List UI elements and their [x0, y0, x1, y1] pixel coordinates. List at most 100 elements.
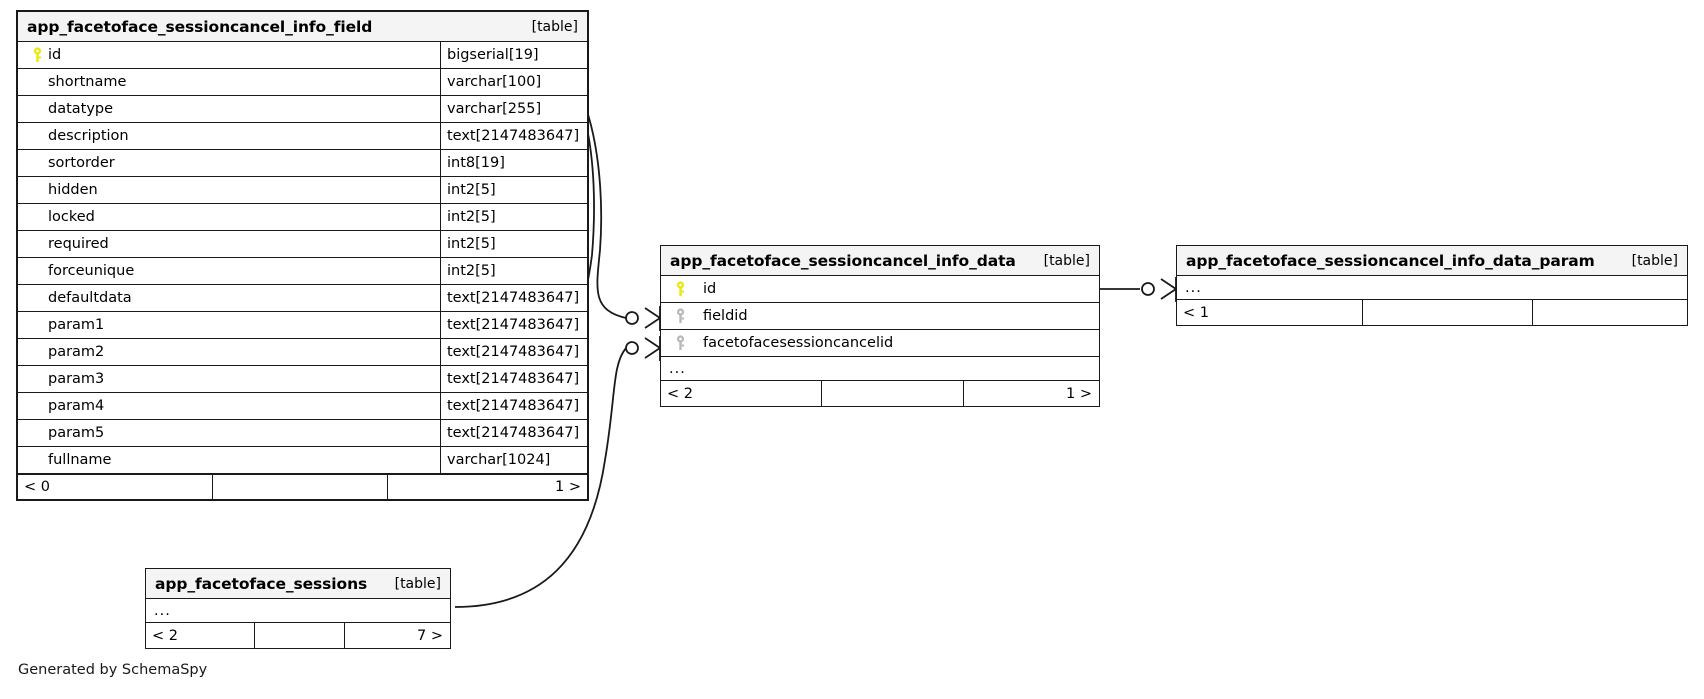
table-title: app_facetoface_sessioncancel_info_data_p… — [1186, 251, 1595, 270]
column-label: defaultdata — [48, 290, 132, 306]
column-type: text[2147483647] — [440, 312, 587, 338]
column-name-cell: required — [18, 231, 440, 257]
footer-parent-count: < 2 — [152, 627, 178, 644]
footer-middle — [1362, 300, 1531, 325]
table-type-tag: [table] — [1043, 252, 1090, 269]
column-type: bigserial[19] — [440, 42, 587, 68]
column-type: text[2147483647] — [440, 420, 587, 446]
column-name-cell: forceunique — [18, 258, 440, 284]
column-type: int2[5] — [440, 258, 587, 284]
table-row[interactable]: fieldid — [661, 303, 1099, 330]
column-label: facetofacesessioncancelid — [703, 335, 894, 351]
table-type-tag: [table] — [531, 18, 578, 35]
key-icon — [669, 281, 691, 297]
table-row[interactable]: forceunique int2[5] — [18, 258, 587, 285]
column-label: required — [48, 236, 109, 252]
column-label: param5 — [48, 425, 105, 441]
column-label: fieldid — [703, 308, 748, 324]
table-row[interactable]: defaultdata text[2147483647] — [18, 285, 587, 312]
table-row[interactable]: param3 text[2147483647] — [18, 366, 587, 393]
table-header: app_facetoface_sessioncancel_info_data [… — [661, 246, 1099, 276]
column-name-cell: defaultdata — [18, 285, 440, 311]
column-name-cell: param1 — [18, 312, 440, 338]
table-app-facetoface-sessions[interactable]: app_facetoface_sessions [table] ... < 2 … — [145, 568, 451, 649]
column-type: varchar[100] — [440, 69, 587, 95]
table-row[interactable]: facetofacesessioncancelid — [661, 330, 1099, 357]
column-name-cell: fullname — [18, 447, 440, 473]
column-name-cell: hidden — [18, 177, 440, 203]
table-row[interactable]: sortorder int8[19] — [18, 150, 587, 177]
column-label: param4 — [48, 398, 105, 414]
table-footer: < 0 1 > — [18, 474, 587, 499]
table-title: app_facetoface_sessioncancel_info_data — [670, 251, 1016, 270]
table-footer: < 2 1 > — [661, 381, 1099, 406]
key-icon — [669, 308, 691, 324]
table-row[interactable]: id — [661, 276, 1099, 303]
table-app-facetoface-sessioncancel-info-field[interactable]: app_facetoface_sessioncancel_info_field … — [16, 10, 589, 501]
table-row[interactable]: param2 text[2147483647] — [18, 339, 587, 366]
table-header: app_facetoface_sessions [table] — [146, 569, 450, 599]
column-label: id — [48, 47, 62, 63]
column-label: param3 — [48, 371, 105, 387]
footer-child-count — [1531, 300, 1687, 325]
footer-child-count: 1 > — [387, 475, 587, 499]
more-columns-indicator: ... — [1177, 276, 1687, 300]
table-title: app_facetoface_sessioncancel_info_field — [27, 17, 373, 36]
column-type: text[2147483647] — [440, 285, 587, 311]
column-name-cell: description — [18, 123, 440, 149]
table-title: app_facetoface_sessions — [155, 574, 368, 593]
column-label: description — [48, 128, 129, 144]
table-footer: < 1 — [1177, 300, 1687, 325]
table-row[interactable]: shortname varchar[100] — [18, 69, 587, 96]
column-name-cell: fieldid — [661, 303, 1099, 329]
column-type: int2[5] — [440, 177, 587, 203]
table-row[interactable]: param1 text[2147483647] — [18, 312, 587, 339]
column-label: param2 — [48, 344, 105, 360]
column-label: param1 — [48, 317, 105, 333]
column-type: text[2147483647] — [440, 366, 587, 392]
more-columns-indicator: ... — [661, 357, 1099, 381]
table-app-facetoface-sessioncancel-info-data[interactable]: app_facetoface_sessioncancel_info_data [… — [660, 245, 1100, 407]
table-row[interactable]: locked int2[5] — [18, 204, 587, 231]
table-app-facetoface-sessioncancel-info-data-param[interactable]: app_facetoface_sessioncancel_info_data_p… — [1176, 245, 1688, 326]
column-type: text[2147483647] — [440, 339, 587, 365]
table-row[interactable]: description text[2147483647] — [18, 123, 587, 150]
column-name-cell: id — [18, 42, 440, 68]
footer-parent-count: < 2 — [667, 385, 693, 402]
table-row[interactable]: param4 text[2147483647] — [18, 393, 587, 420]
column-name-cell: param4 — [18, 393, 440, 419]
table-footer: < 2 7 > — [146, 623, 450, 648]
column-label: forceunique — [48, 263, 135, 279]
table-row[interactable]: hidden int2[5] — [18, 177, 587, 204]
footer-parent-count: < 0 — [24, 479, 50, 495]
column-name-cell: param3 — [18, 366, 440, 392]
footer-child-count: 7 > — [344, 623, 449, 648]
column-label: shortname — [48, 74, 127, 90]
table-row[interactable]: datatype varchar[255] — [18, 96, 587, 123]
column-label: locked — [48, 209, 95, 225]
column-type: text[2147483647] — [440, 123, 587, 149]
column-type: text[2147483647] — [440, 393, 587, 419]
column-type: int2[5] — [440, 204, 587, 230]
more-columns-indicator: ... — [146, 599, 450, 623]
column-label: sortorder — [48, 155, 115, 171]
key-icon — [26, 47, 48, 63]
column-name-cell: param5 — [18, 420, 440, 446]
column-name-cell: shortname — [18, 69, 440, 95]
column-name-cell: locked — [18, 204, 440, 230]
key-icon — [669, 335, 691, 351]
column-type: int2[5] — [440, 231, 587, 257]
column-type: varchar[1024] — [440, 447, 587, 473]
table-row[interactable]: id bigserial[19] — [18, 42, 587, 69]
column-label: hidden — [48, 182, 98, 198]
footer-parent-count: < 1 — [1183, 304, 1209, 321]
table-row[interactable]: required int2[5] — [18, 231, 587, 258]
table-type-tag: [table] — [1631, 252, 1678, 269]
table-row[interactable]: param5 text[2147483647] — [18, 420, 587, 447]
footer-middle — [821, 381, 963, 406]
column-label: fullname — [48, 452, 112, 468]
table-type-tag: [table] — [394, 575, 441, 592]
column-type: varchar[255] — [440, 96, 587, 122]
table-row[interactable]: fullname varchar[1024] — [18, 447, 587, 474]
